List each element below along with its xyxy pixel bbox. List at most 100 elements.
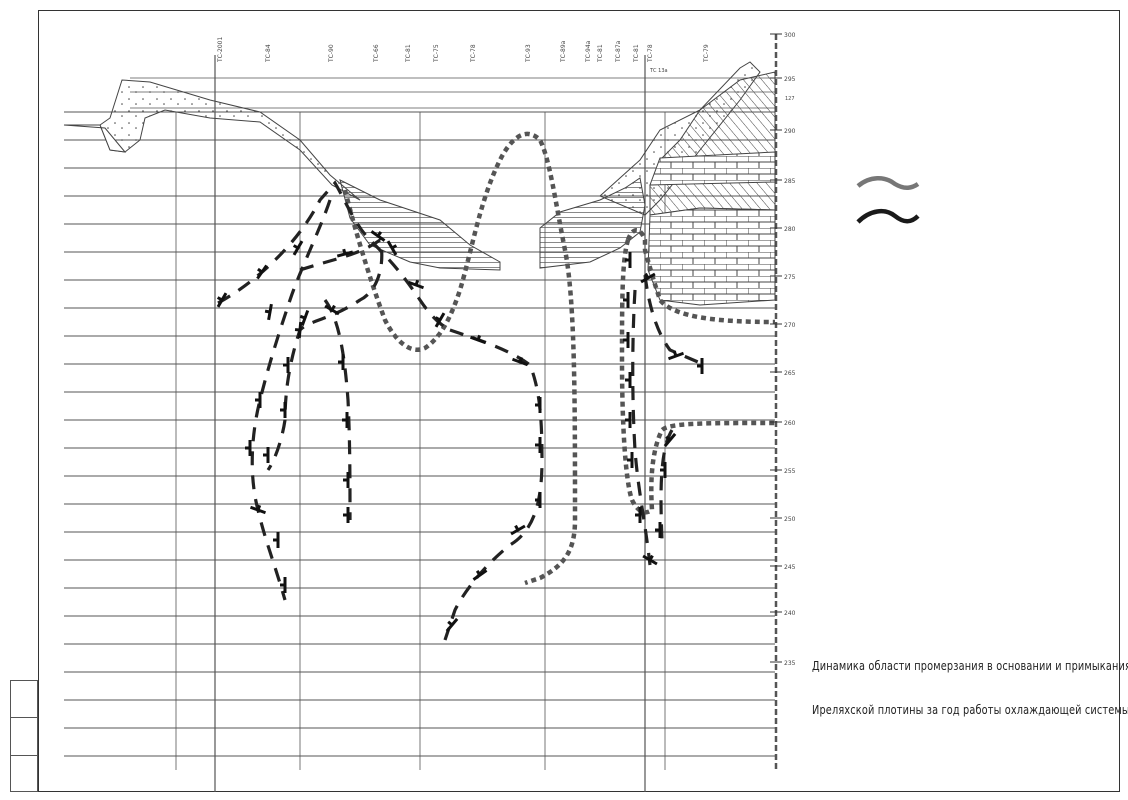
clay-lens-left — [339, 179, 501, 271]
tick-mark — [535, 397, 542, 413]
elevation-label: 280 — [784, 226, 796, 233]
tick-mark — [469, 334, 487, 345]
drawing-frame — [38, 10, 1120, 792]
tick-mark — [635, 507, 642, 523]
dam-toe — [63, 124, 127, 153]
tick-mark — [623, 292, 630, 308]
tick-mark — [434, 312, 446, 328]
tick-mark — [510, 524, 526, 536]
borehole-annotation: ТС 13а — [649, 68, 668, 74]
elevation-label: 245 — [784, 564, 796, 571]
isotherm-tick-marks — [216, 230, 704, 633]
isotherm-new-left — [217, 180, 451, 332]
tick-mark — [255, 392, 262, 408]
tick-mark — [324, 304, 340, 316]
tick-mark — [263, 447, 270, 463]
tick-mark — [343, 472, 350, 488]
tick-mark — [273, 532, 280, 548]
tick-mark — [511, 356, 529, 367]
isotherm-old-left — [342, 131, 578, 586]
tick-mark — [625, 252, 632, 268]
tick-mark — [249, 504, 267, 515]
elevation-label: 235 — [784, 660, 796, 667]
borehole-label: ТС-87а — [615, 40, 622, 63]
tick-mark — [342, 412, 349, 428]
elevation-label: 290 — [784, 128, 796, 135]
borehole-label: ТС-94а — [585, 40, 592, 63]
tick-mark — [343, 507, 350, 523]
tick-mark — [336, 248, 354, 258]
dam-annotations: ТС 13а 127 — [649, 68, 795, 102]
borehole-label: ТС-79 — [703, 44, 710, 63]
elevation-label: 250 — [784, 516, 796, 523]
title-stamp — [10, 680, 38, 792]
tick-mark — [283, 357, 290, 373]
tick-mark — [535, 492, 542, 508]
borehole-label: ТС-81 — [597, 44, 604, 63]
legend-symbol-old — [856, 176, 920, 190]
elevation-label: 300 — [784, 32, 796, 39]
caption-line-2: Иреляхской плотины за год работы охлажда… — [812, 702, 1128, 717]
tick-mark — [264, 303, 273, 321]
borehole-label: ТС-84 — [265, 44, 272, 63]
geology-layers — [63, 61, 776, 306]
borehole-label: ТС-66 — [373, 44, 380, 63]
elevation-label: 265 — [784, 370, 796, 377]
borehole-label: ТС-89а — [560, 40, 567, 63]
tick-mark — [472, 569, 488, 581]
elevation-label: 295 — [784, 76, 796, 83]
elevation-label: 275 — [784, 274, 796, 281]
borehole-label: ТС-78 — [647, 44, 654, 63]
tick-mark — [642, 554, 658, 566]
tick-mark — [640, 272, 656, 284]
tick-mark — [655, 522, 662, 538]
isotherm-old-right-top — [625, 228, 776, 325]
tick-mark — [623, 332, 630, 348]
tick-mark — [627, 452, 634, 468]
borehole-label: ТС-75 — [433, 44, 440, 63]
brick-limestone-1 — [649, 151, 776, 186]
elevation-labels: 300 295 290 285 280 275 270 265 260 255 250 245 240 2… — [770, 32, 796, 667]
isotherm-new-bottom — [443, 328, 544, 641]
elevation-label: 285 — [784, 178, 796, 185]
tick-mark — [667, 350, 685, 361]
tick-mark — [256, 264, 268, 280]
tick-mark — [280, 402, 287, 418]
tick-mark — [535, 437, 542, 453]
borehole-label: ТС-81 — [405, 44, 412, 63]
borehole-label: ТС-93 — [525, 44, 532, 63]
isotherm-new-right — [643, 274, 706, 367]
tick-mark — [625, 372, 632, 388]
elevation-label: 255 — [784, 468, 796, 475]
legend-symbol-new — [856, 208, 920, 224]
tick-mark — [280, 577, 287, 593]
legend — [856, 176, 920, 224]
diagonal-hatch-zone — [658, 71, 776, 161]
tick-mark — [338, 354, 345, 370]
isotherm-new-right-deep — [631, 289, 652, 566]
isotherm-new-inner — [266, 237, 384, 471]
isotherm-new-right-lower — [659, 429, 674, 541]
elevation-label: 240 — [784, 610, 796, 617]
tick-mark — [245, 440, 252, 456]
tick-mark — [407, 279, 425, 290]
tick-mark — [370, 230, 386, 242]
tick-mark — [294, 321, 303, 339]
borehole-label: ТС-81 — [633, 44, 640, 63]
elevation-label: 260 — [784, 420, 796, 427]
elevation-label: 270 — [784, 322, 796, 329]
brick-limestone-2 — [647, 207, 776, 306]
isotherm-new-middle — [250, 199, 332, 601]
isotherm-new-deep — [323, 299, 352, 521]
borehole-label: ТС-78 — [470, 44, 477, 63]
tick-mark — [299, 309, 310, 327]
tick-mark — [660, 462, 667, 478]
tick-mark — [386, 240, 398, 256]
tick-mark — [663, 432, 677, 448]
elevation-extra: 127 — [785, 96, 795, 102]
tick-mark — [216, 292, 228, 308]
tick-mark — [445, 617, 459, 633]
caption-line-1: Динамика области промерзания в основании… — [812, 658, 1128, 673]
